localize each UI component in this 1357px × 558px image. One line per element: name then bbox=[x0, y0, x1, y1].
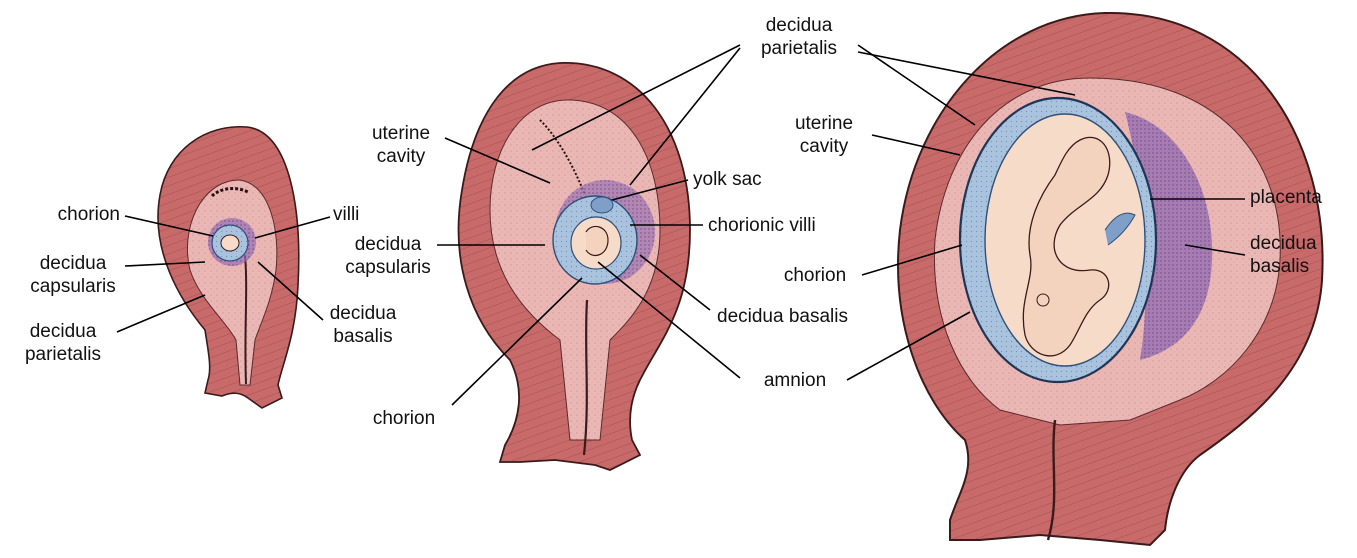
label-chorion-1: chorion bbox=[20, 203, 120, 226]
label-chorion-3: chorion bbox=[772, 264, 858, 287]
label-decidua-basalis-1: decidua basalis bbox=[318, 302, 408, 348]
label-amnion-shared: amnion bbox=[745, 369, 845, 392]
label-decidua-parietalis-shared: decidua parietalis bbox=[746, 14, 852, 60]
label-placenta-3: placenta bbox=[1250, 186, 1322, 209]
label-decidua-basalis-2: decidua basalis bbox=[717, 305, 848, 328]
label-decidua-capsularis-1: decidua capsularis bbox=[20, 252, 126, 298]
uterus-figure-1 bbox=[158, 127, 299, 408]
cervical-canal-1 bbox=[245, 255, 246, 384]
embryo-1 bbox=[221, 235, 239, 251]
yolk-sac-2 bbox=[591, 197, 613, 213]
label-uterine-cavity-2: uterine cavity bbox=[360, 122, 442, 168]
leader-decidua-parietalis-c bbox=[858, 45, 975, 125]
label-decidua-basalis-3: decidua basalis bbox=[1250, 232, 1317, 278]
uterus-figure-3 bbox=[898, 13, 1322, 545]
label-decidua-capsularis-2: decidua capsularis bbox=[340, 233, 436, 279]
label-uterine-cavity-3: uterine cavity bbox=[782, 112, 866, 158]
label-decidua-parietalis-1: decidua parietalis bbox=[10, 320, 116, 366]
embryo-2 bbox=[586, 226, 608, 255]
label-yolk-sac-2: yolk sac bbox=[693, 168, 762, 191]
label-chorion-2: chorion bbox=[362, 407, 446, 430]
label-villi-1: villi bbox=[333, 203, 359, 226]
label-chorionic-villi-2: chorionic villi bbox=[708, 214, 816, 237]
